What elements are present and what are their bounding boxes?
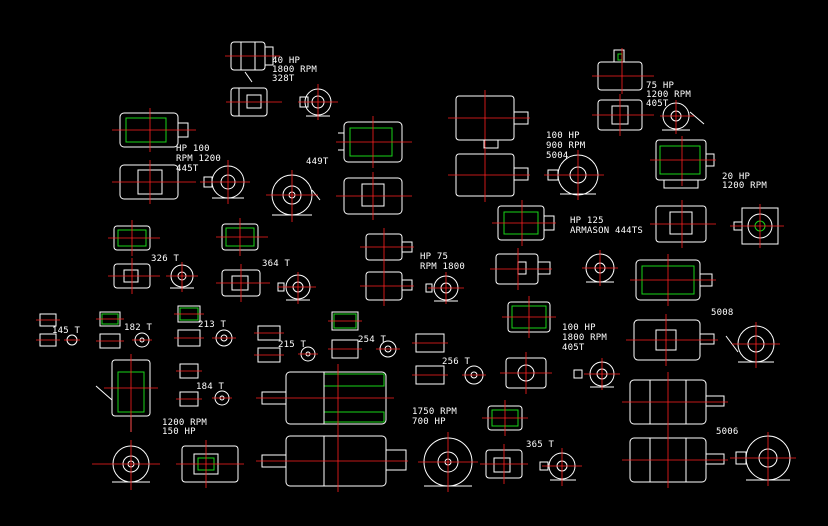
motor-364t-end-view: [277, 272, 316, 304]
label-150hp-power: 150 HP: [162, 427, 196, 437]
motor-700hp-front-view: [256, 430, 408, 492]
motor-100hp-445t-end-view: [200, 160, 250, 204]
motor-5006-side-view: [622, 372, 728, 430]
motor-100hp-445t-front-view: [112, 160, 196, 204]
motor-184t-views: [176, 363, 232, 407]
label-125hp-frame: ARMASON 444TS: [570, 226, 643, 236]
label-20hp-power: 20 HP: [722, 172, 750, 182]
label-100hp-a-rpm: RPM 1200: [176, 154, 221, 164]
label-405t-power: 100 HP: [562, 323, 596, 333]
label-5008-frame: 5008: [711, 308, 733, 318]
label-364t-frame: 364 T: [262, 259, 290, 269]
label-75hp-a-rpm: 1200 RPM: [646, 90, 691, 100]
label-700hp-rpm: 1750 RPM: [412, 407, 457, 417]
label-365t-frame: 365 T: [526, 440, 554, 450]
motor-100hp-405t-front-view: [500, 352, 552, 394]
label-5004-power: 100 HP: [546, 131, 580, 141]
label-40hp-power: 40 HP: [272, 56, 300, 66]
motor-5008-side-view: [626, 314, 718, 366]
motor-5006-end-view: [730, 432, 796, 486]
label-20hp-rpm: 1200 RPM: [722, 181, 767, 191]
motor-213t-views: [174, 305, 236, 347]
motor-700hp-side-view: [256, 364, 394, 430]
motor-215t-views: [254, 325, 318, 363]
motor-365t-end-view: [539, 448, 582, 486]
label-700hp-power: 700 HP: [412, 417, 446, 427]
motor-326t-side-view: [108, 220, 160, 256]
label-5004-rpm: 900 RPM: [546, 141, 586, 151]
motor-right-a-side-view: [490, 248, 552, 290]
label-40hp-rpm: 1800 RPM: [272, 65, 317, 75]
motor-100hp-405t-end-view: [573, 358, 620, 390]
motor-5008-end-view: [725, 322, 780, 368]
motor-182t-views: [96, 311, 152, 349]
label-75hp-a-frame: 405T: [646, 99, 669, 109]
label-145t-frame: 145 T: [52, 326, 80, 336]
motor-20hp-side-view: [650, 136, 716, 189]
motor-40hp-front-view: [226, 87, 282, 117]
label-405t-frame: 405T: [562, 343, 585, 353]
motor-5004-end-view: [544, 150, 604, 200]
motor-5004-front-view: [448, 148, 530, 202]
motor-449t-side-view: [336, 116, 412, 168]
motor-254t-views: [328, 311, 400, 359]
motor-365t-side-view: [482, 400, 528, 436]
motor-75hp-405t-front-view: [592, 94, 654, 136]
motor-256t-views: [412, 333, 486, 385]
motor-5006-front-view: [622, 430, 728, 488]
motor-150hp-vertical-view: [95, 354, 158, 432]
motor-449t-front-view: [336, 172, 412, 220]
motor-150hp-end-view: [92, 440, 160, 490]
motor-365t-front-view: [480, 444, 528, 484]
motor-326t-end-view: [166, 262, 198, 292]
label-75hp-a-power: 75 HP: [646, 81, 674, 91]
motor-40hp-end-view: [298, 84, 338, 120]
motor-75hp-b-front-view: [360, 266, 414, 306]
motor-145t-views: [36, 313, 80, 347]
label-5004-frame: 5004: [546, 151, 568, 161]
motor-75hp-405t-end-view: [660, 100, 705, 134]
label-405t-rpm: 1800 RPM: [562, 333, 607, 343]
label-40hp-frame: 328T: [272, 74, 295, 84]
label-125hp-power: HP 125: [570, 216, 604, 226]
motor-364t-front-view: [216, 264, 270, 302]
motor-125hp-side-view: [492, 200, 556, 246]
label-5006-frame: 5006: [716, 427, 738, 437]
label-182t-frame: 182 T: [124, 323, 152, 333]
label-150hp-rpm: 1200 RPM: [162, 418, 207, 428]
label-184t-frame: 184 T: [196, 382, 224, 392]
label-256t-frame: 256 T: [442, 357, 470, 367]
motor-20hp-front-view: [650, 200, 716, 248]
motor-150hp-side-view: [176, 440, 244, 488]
label-254t-frame: 254 T: [358, 335, 386, 345]
motor-75hp-b-end-view: [425, 272, 464, 304]
motor-right-b-side-view: [630, 254, 716, 306]
label-100hp-a-power: HP 100: [176, 144, 210, 154]
label-75hp-b-rpm: RPM 1800: [420, 262, 465, 272]
label-326t-frame: 326 T: [151, 254, 179, 264]
motor-40hp-side-view: [225, 41, 280, 83]
motor-364t-side-view: [216, 218, 268, 256]
label-213t-frame: 213 T: [198, 320, 226, 330]
motor-326t-front-view: [108, 258, 160, 294]
label-215t-frame: 215 T: [278, 340, 306, 350]
label-75hp-b-power: HP 75: [420, 252, 448, 262]
label-449t-frame: 449T: [306, 157, 329, 167]
motor-100hp-445t-side-view: [112, 108, 196, 152]
motor-right-a-end-view: [582, 250, 618, 286]
label-100hp-a-frame: 445T: [176, 164, 199, 174]
motor-449t-end-view: [266, 170, 321, 222]
motor-700hp-end-view: [418, 432, 478, 492]
motor-75hp-405t-side-view: [592, 48, 654, 94]
motor-75hp-b-side-view: [360, 228, 414, 266]
motor-100hp-405t-side-view: [502, 296, 556, 338]
motor-5004-side-view: [448, 90, 530, 149]
motor-20hp-end-view: [730, 204, 784, 248]
